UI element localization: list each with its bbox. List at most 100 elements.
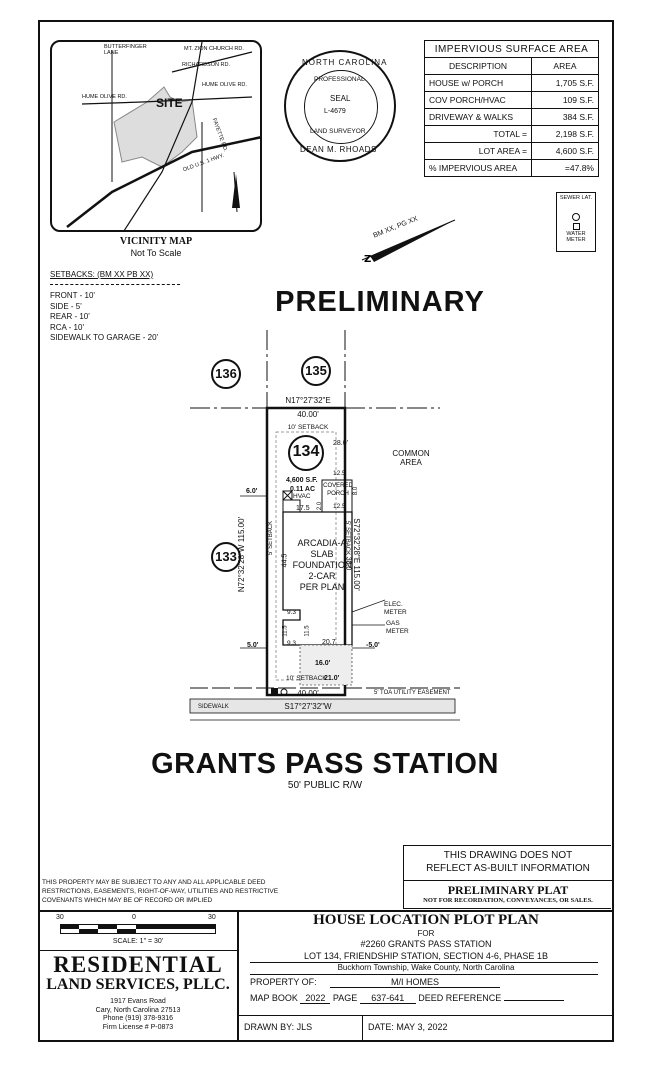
lot-136: 136 [215, 366, 237, 381]
seal-top: NORTH CAROLINA [302, 58, 388, 67]
scale-tick: 30 [56, 914, 64, 921]
seal-name: DEAN M. RHOADS [300, 145, 377, 154]
dim-2-0: 2.0 [317, 501, 324, 511]
hvac-label: HVAC [293, 493, 311, 500]
company-addr-1: 1917 Evans Road [110, 998, 166, 1005]
street-row: 50' PUBLIC R/W [287, 780, 363, 791]
row-value: =47.8% [531, 159, 599, 177]
scale-bar: 30 0 30 SCALE: 1" = 30' [48, 914, 228, 952]
dim-17-5: 17.5 [296, 505, 310, 512]
drawing-frame [38, 20, 614, 1042]
house-description: ARCADIA-A SLAB FOUNDATION 2-CAR PER PLAN [292, 538, 352, 593]
title-block [38, 910, 614, 1042]
plan-for: FOR [417, 929, 435, 938]
front-setback: 10' SETBACK [286, 675, 327, 682]
lot-135: 135 [305, 363, 327, 378]
dim-5-0-left: 5.0' [247, 642, 259, 649]
prelim-plat-title: PRELIMINARY PLAT [447, 883, 569, 897]
dim-16-0: 16.0' [315, 660, 331, 667]
plan-address: #2260 GRANTS PASS STATION [360, 939, 492, 949]
east-line: S72°32'28"E 115.00' [351, 518, 361, 591]
lot-acres: 0.11 AC [290, 486, 316, 493]
dim-20-7: 20.7 [322, 639, 336, 646]
company-license: Firm License # P-0873 [102, 1023, 174, 1031]
west-line: N72°32'28"W 115.00' [237, 516, 247, 593]
note-box: THIS DRAWING DOES NOT REFLECT AS-BUILT I… [403, 845, 612, 909]
house-line: SLAB [310, 549, 334, 559]
vicinity-title: VICINITY MAP [119, 236, 193, 247]
north-distance: 40.00' [297, 410, 319, 419]
south-distance: 40.00' [297, 689, 319, 698]
legend-sewer: SEWER LAT. [559, 195, 593, 201]
scale-label: SCALE: 1" = 30' [112, 938, 164, 945]
sidewalk-label: SIDEWALK [198, 704, 229, 710]
disclaimer: THIS PROPERTY MAY BE SUBJECT TO ANY AND … [42, 879, 279, 904]
north-arrow-icon: Z [361, 219, 456, 265]
side-setback-right: 5' SETBACK [344, 520, 351, 556]
dim-44-5: 44.5 [281, 553, 289, 568]
elec-meter: ELEC. METER [384, 601, 407, 616]
dim-21-0: 21.0' [324, 675, 340, 682]
svg-text:Z: Z [364, 254, 371, 265]
plan-title: HOUSE LOCATION PLOT PLAN [313, 912, 539, 928]
company-name-2: LAND SERVICES, PLLC. [46, 976, 230, 993]
property-of-label: PROPERTY OF: [250, 977, 317, 987]
street-name: GRANTS PASS STATION [151, 748, 499, 780]
dim-6-0: 6.0' [246, 488, 258, 495]
road-label: BUTTERFINGER LANE [104, 44, 147, 56]
seal-mid: PROFESSIONAL [314, 76, 365, 83]
note-line-2: REFLECT AS-BUILT INFORMATION [426, 863, 590, 874]
dim-9-3: 9.3 [287, 609, 297, 616]
lot-area: 4,600 S.F. [286, 477, 318, 484]
map-book-row: MAP BOOK 2022 PAGE 637-641 DEED REFERENC… [250, 993, 564, 1004]
dim-12-5: 12.5 [333, 503, 346, 510]
seal-bottom: LAND SURVEYOR [310, 128, 366, 135]
prelim-plat-sub: NOT FOR RECORDATION, CONVEYANCES, OR SAL… [423, 897, 593, 904]
house-line: PER PLAN [299, 582, 345, 592]
road-label: RICHARDSON RD. [182, 62, 230, 68]
dim-9-3: 9.3 [287, 640, 297, 647]
company-addr-2: Cary, North Carolina 27513 [95, 1006, 181, 1014]
scale-tick: 0 [132, 914, 136, 921]
setback-item: REAR - 10' [50, 312, 90, 321]
setback-item: FRONT - 10' [50, 291, 95, 300]
road-label: HUME OLIVE RD. [202, 82, 247, 88]
vicinity-map: SITE BUTTERFINGER LANE MT. ZION CHURCH R… [50, 40, 262, 232]
dim-12-5: 12.5 [333, 470, 346, 477]
company-name-1: RESIDENTIAL [53, 952, 223, 977]
dim-28: 28.0' [333, 440, 348, 447]
setbacks-title: SETBACKS: (BM XX PB XX) [50, 270, 154, 279]
map-book-label: MAP BOOK [250, 993, 298, 1003]
water-meter-icon [573, 223, 580, 230]
page-value: 637-641 [359, 993, 416, 1004]
company-address: 1917 Evans Road Cary, North Carolina 275… [40, 998, 236, 1032]
drawn-by: DRAWN BY: JLS [244, 1022, 313, 1032]
setback-item: SIDE - 5' [50, 301, 82, 311]
house-line: FOUNDATION [292, 560, 352, 570]
rear-setback: 10' SETBACK [287, 424, 329, 431]
note-line-1: THIS DRAWING DOES NOT [443, 850, 573, 861]
setback-item: SIDEWALK TO GARAGE - 20' [50, 333, 159, 342]
dim-8-0: 8.0 [353, 486, 360, 496]
covered-porch: COVERED PORCH [323, 483, 353, 497]
sewer-icon [572, 213, 580, 221]
deed-label: DEED REFERENCE [418, 993, 502, 1003]
north-bearing: N17°27'32"E [285, 396, 331, 405]
plan-township: Buckhorn Township, Wake County, North Ca… [337, 963, 515, 972]
page-label: PAGE [332, 993, 358, 1003]
preliminary-stamp: PRELIMINARY [275, 286, 485, 318]
lot-133: 133 [215, 549, 237, 564]
dim-11-5: 11.5 [304, 625, 311, 637]
plan-lot: LOT 134, FRIENDSHIP STATION, SECTION 4-6… [304, 951, 548, 961]
company-phone: Phone (919) 378-9316 [102, 1015, 174, 1022]
house-line: 2-CAR [308, 571, 336, 581]
legend-water: WATER METER [566, 231, 586, 243]
road-label: MT. ZION CHURCH RD. [184, 46, 244, 52]
utility-easement: 5' TOA UTILITY EASEMENT [374, 690, 451, 696]
side-setback-left: 5' SETBACK [268, 520, 275, 556]
property-owner: M/I HOMES [330, 977, 500, 988]
common-area: COMMON AREA [392, 449, 430, 467]
scale-tick: 30 [208, 914, 216, 921]
impervious-table: IMPERVIOUS SURFACE AREA DESCRIPTION AREA… [424, 40, 599, 177]
